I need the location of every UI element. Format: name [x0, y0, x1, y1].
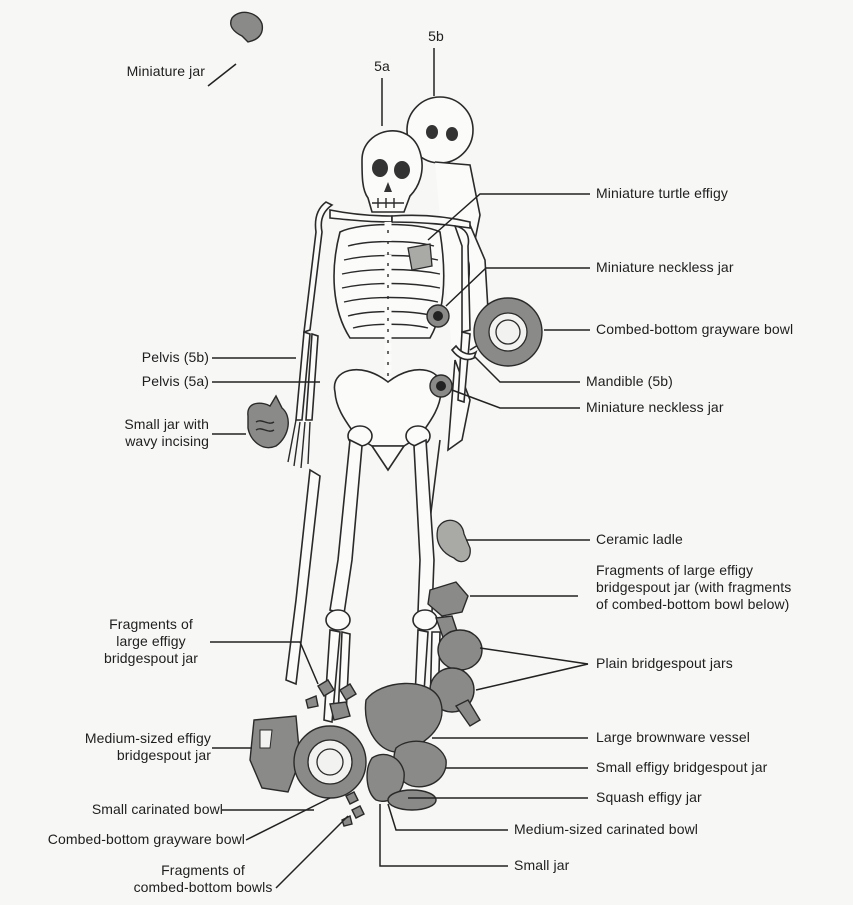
- bridgespout: [456, 700, 480, 726]
- label-miniature-turtle-effigy: Miniature turtle effigy: [596, 185, 728, 202]
- label-skull-5a: 5a: [370, 58, 394, 75]
- label-skull-5b: 5b: [424, 28, 448, 45]
- medium-carinated-bowl: [388, 790, 436, 810]
- miniature-neckless-jar-1-mouth: [433, 311, 443, 321]
- label-fragments-combed-bottom-bowls: Fragments of combed-bottom bowls: [128, 862, 278, 896]
- skull-5b-eye: [426, 125, 438, 139]
- label-combed-bottom-grayware-bowl-right: Combed-bottom grayware bowl: [596, 321, 793, 338]
- skull-5a-eye: [372, 159, 388, 177]
- label-plain-bridgespout-jars: Plain bridgespout jars: [596, 655, 733, 672]
- label-combed-bottom-grayware-bowl-left: Combed-bottom grayware bowl: [48, 831, 245, 848]
- large-brownware-vessel: [365, 683, 442, 752]
- femur-right: [414, 440, 434, 612]
- label-miniature-neckless-jar-1: Miniature neckless jar: [596, 259, 734, 276]
- fragments-large-effigy-jar-right: [428, 582, 468, 616]
- label-medium-effigy-bridgespout: Medium-sized effigy bridgespout jar: [85, 730, 211, 764]
- miniature-jar-top: [231, 12, 263, 42]
- miniature-neckless-jar-2-mouth: [436, 381, 446, 391]
- miniature-turtle-effigy: [408, 244, 432, 270]
- fragments-combed-bottom-bowls: [342, 792, 364, 826]
- label-medium-carinated-bowl: Medium-sized carinated bowl: [514, 821, 698, 838]
- label-small-jar-wavy-incising: Small jar with wavy incising: [124, 416, 209, 450]
- label-pelvis-5b: Pelvis (5b): [142, 349, 209, 366]
- medium-effigy-bridgespout-jar: [250, 716, 300, 792]
- label-miniature-jar-top: Miniature jar: [127, 63, 205, 80]
- small-jar-wavy-incising: [248, 396, 288, 448]
- skull-5a-eye: [394, 161, 410, 179]
- label-ceramic-ladle: Ceramic ladle: [596, 531, 683, 548]
- label-small-carinated-bowl: Small carinated bowl: [92, 801, 223, 818]
- label-mandible-5b: Mandible (5b): [586, 373, 673, 390]
- label-squash-effigy-jar: Squash effigy jar: [596, 789, 702, 806]
- effigy-face: [260, 730, 272, 748]
- ceramic-ladle: [437, 520, 470, 561]
- hand-left: [288, 420, 310, 468]
- label-small-effigy-bridgespout: Small effigy bridgespout jar: [596, 759, 767, 776]
- label-small-jar: Small jar: [514, 857, 569, 874]
- femur-left: [330, 440, 362, 614]
- femur-5b: [286, 470, 320, 684]
- bowl-left-inner: [308, 740, 352, 784]
- bowl-right-inner: [489, 313, 527, 351]
- label-fragments-large-effigy-left: Fragments of large effigy bridgespout ja…: [76, 616, 226, 667]
- skull-5b-eye: [446, 127, 458, 141]
- knee-right: [413, 610, 437, 630]
- humerus-left: [304, 202, 332, 332]
- label-fragments-large-effigy-right: Fragments of large effigy bridgespout ja…: [596, 562, 791, 613]
- label-miniature-neckless-jar-2: Miniature neckless jar: [586, 399, 724, 416]
- knee-left: [326, 610, 350, 630]
- label-large-brownware-vessel: Large brownware vessel: [596, 729, 750, 746]
- label-pelvis-5a: Pelvis (5a): [142, 373, 209, 390]
- plain-bridgespout-jar-1: [438, 630, 482, 670]
- skull-5a: [362, 131, 422, 212]
- sacrum: [372, 446, 404, 470]
